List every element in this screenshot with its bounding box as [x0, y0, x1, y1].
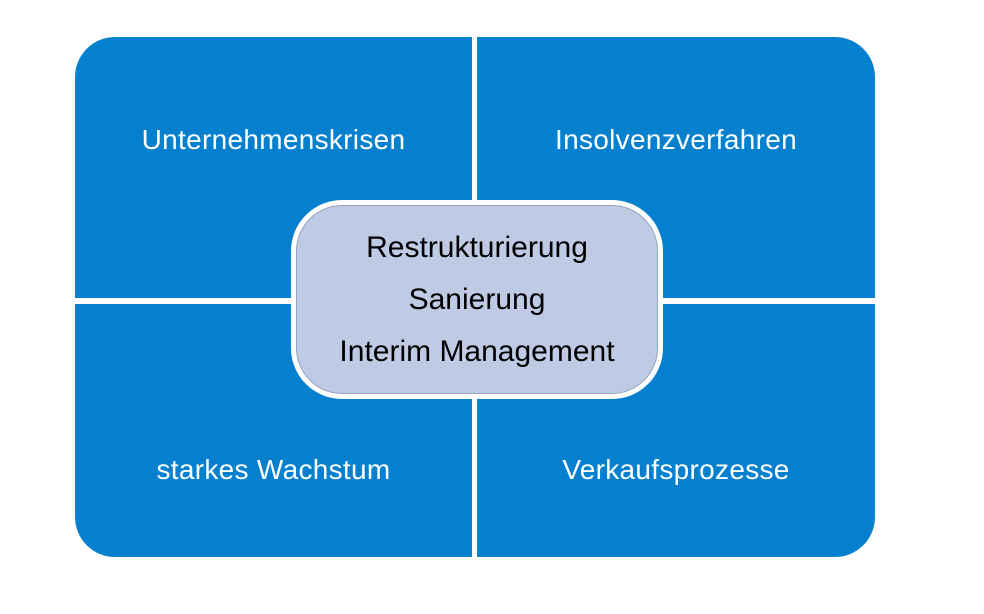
quadrant-bottom-right-label: Verkaufsprozesse	[562, 453, 790, 485]
center-box: Restrukturierung Sanierung Interim Manag…	[296, 205, 658, 394]
center-line-sanierung: Sanierung	[408, 282, 546, 316]
quadrant-bottom-left: starkes Wachstum	[75, 304, 472, 557]
quadrant-top-left: Unternehmenskrisen	[75, 37, 472, 298]
quadrant-top-right-label: Insolvenzverfahren	[555, 124, 797, 155]
quadrant-bottom-left-label: starkes Wachstum	[156, 453, 391, 485]
center-line-interim-management: Interim Management	[339, 334, 615, 368]
quadrant-top-left-label: Unternehmenskrisen	[141, 124, 406, 155]
center-line-restrukturierung: Restrukturierung	[366, 230, 588, 264]
